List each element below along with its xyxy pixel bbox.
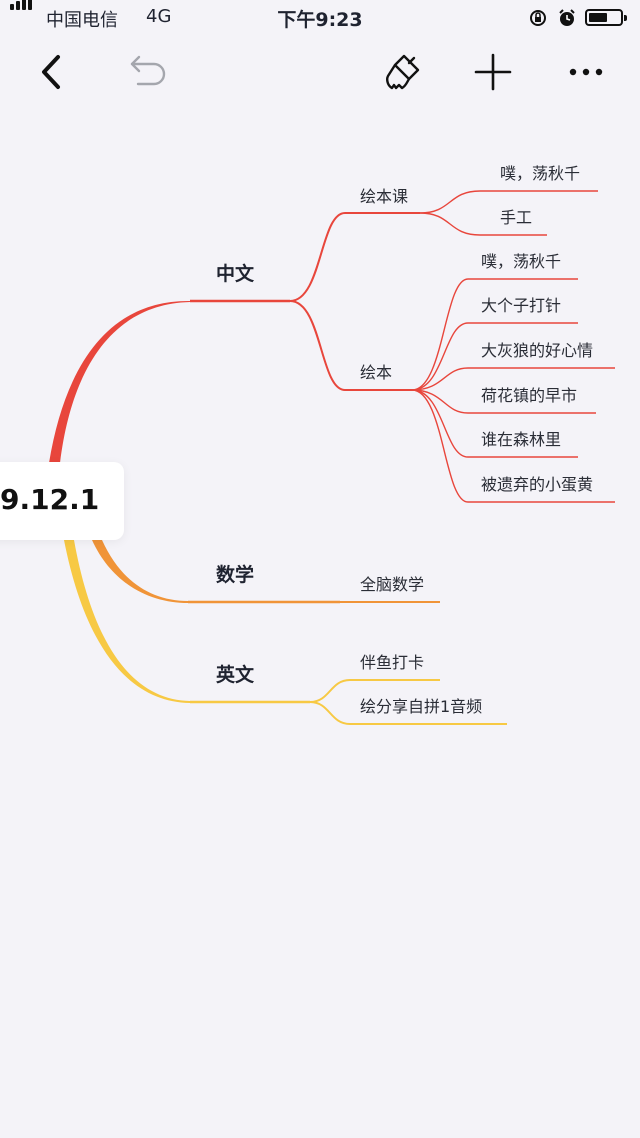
leaf-item[interactable]: 谁在森林里	[481, 430, 562, 449]
chevron-left-icon	[42, 55, 60, 89]
leaf-item[interactable]: 手工	[500, 208, 533, 227]
style-button[interactable]	[374, 44, 430, 100]
leaf-item[interactable]: 噗，荡秋千	[481, 252, 562, 271]
orientation-lock-icon	[530, 10, 546, 26]
leaf-item[interactable]: 被遗弃的小蛋黄	[481, 475, 594, 494]
network-type: 4G	[146, 6, 172, 27]
topic-math[interactable]: 数学	[216, 564, 255, 586]
paint-brush-icon	[386, 54, 420, 90]
plus-icon	[474, 53, 512, 91]
more-button[interactable]	[558, 44, 614, 100]
clock: 下午9:23	[277, 9, 363, 31]
topic-chinese[interactable]: 中文	[216, 263, 255, 285]
leaf-item[interactable]: 噗，荡秋千	[500, 164, 581, 183]
battery-icon	[585, 9, 627, 26]
subtopic-brain-math[interactable]: 全脑数学	[360, 575, 425, 594]
subtopic-picturebook[interactable]: 绘本	[360, 363, 393, 382]
undo-button[interactable]	[120, 44, 176, 100]
leaf-item[interactable]: 大灰狼的好心情	[481, 341, 594, 360]
leaf-item[interactable]: 大个子打针	[481, 296, 562, 315]
undo-icon	[130, 55, 166, 86]
status-bar: 中国电信 4G 下午9:23	[0, 0, 640, 36]
root-topic-label: 9.12.1	[0, 483, 100, 516]
root-topic[interactable]: 9.12.1	[0, 462, 124, 540]
more-horizontal-icon	[569, 68, 603, 76]
topic-english[interactable]: 英文	[216, 664, 255, 686]
subtopic-picturebook-class[interactable]: 绘本课	[360, 187, 409, 206]
subtopic-banyu-checkin[interactable]: 伴鱼打卡	[360, 653, 425, 672]
back-button[interactable]	[24, 44, 80, 100]
add-button[interactable]	[465, 44, 521, 100]
carrier-name: 中国电信	[46, 10, 118, 31]
alarm-icon	[559, 9, 575, 26]
subtopic-phonics-audio[interactable]: 绘分享自拼1音频	[360, 697, 483, 716]
toolbar	[0, 44, 640, 100]
leaf-item[interactable]: 荷花镇的早市	[481, 386, 578, 405]
